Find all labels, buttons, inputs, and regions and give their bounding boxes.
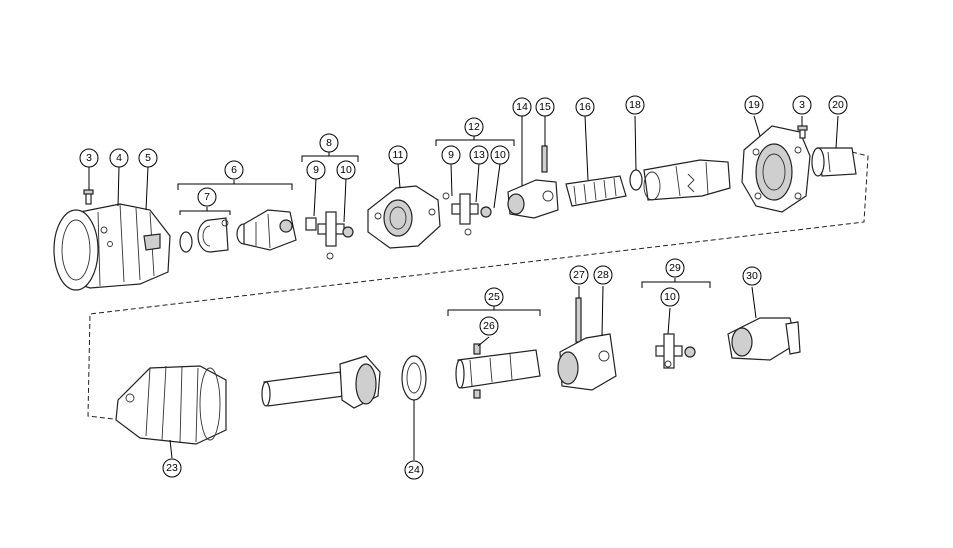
callout-3b: 3	[792, 95, 812, 115]
callout-9b: 9	[441, 145, 461, 165]
svg-text:3: 3	[86, 152, 92, 164]
bracket-25	[447, 306, 541, 316]
callout-30: 30	[742, 266, 762, 286]
part-bearing-7	[179, 217, 229, 253]
svg-text:14: 14	[516, 101, 528, 113]
svg-text:27: 27	[573, 269, 585, 281]
bracket-6	[177, 180, 293, 190]
callout-7: 7	[197, 187, 217, 207]
callout-20: 20	[828, 95, 848, 115]
callout-6: 6	[224, 160, 244, 180]
svg-text:29: 29	[669, 262, 681, 274]
part-cross-journal-29	[655, 333, 696, 369]
callout-15: 15	[535, 97, 555, 117]
part-tube-yoke-28	[557, 333, 617, 391]
callout-9a: 9	[306, 160, 326, 180]
svg-text:23: 23	[166, 462, 178, 474]
part-outer-tube	[261, 355, 381, 409]
svg-text:26: 26	[483, 320, 495, 332]
bracket-7	[179, 207, 231, 215]
svg-text:9: 9	[448, 149, 454, 161]
svg-text:19: 19	[748, 99, 760, 111]
svg-text:20: 20	[832, 99, 844, 111]
callout-16: 16	[575, 97, 595, 117]
callout-10a: 10	[336, 160, 356, 180]
svg-text:11: 11	[393, 149, 404, 161]
svg-text:8: 8	[326, 137, 332, 149]
svg-text:15: 15	[539, 101, 551, 113]
svg-text:25: 25	[488, 291, 500, 303]
svg-text:12: 12	[468, 121, 480, 133]
callout-12: 12	[464, 117, 484, 137]
callout-25: 25	[484, 287, 504, 307]
part-bushing-20	[811, 147, 857, 177]
bracket-8	[301, 152, 359, 162]
callout-27: 27	[569, 265, 589, 285]
svg-text:10: 10	[664, 291, 676, 303]
part-shaft-yoke-30	[727, 317, 801, 361]
callout-29: 29	[665, 258, 685, 278]
callout-18: 18	[625, 95, 645, 115]
part-inner-tube-25	[455, 349, 541, 389]
callout-11: 11	[388, 145, 408, 165]
assembly-connector-line	[87, 151, 869, 421]
svg-text:3: 3	[799, 99, 805, 111]
part-clamp-ring-24	[401, 355, 427, 401]
part-cross-journal-8	[305, 211, 354, 260]
callout-3a: 3	[79, 148, 99, 168]
part-profile-tube-16	[565, 175, 627, 207]
callout-4: 4	[109, 148, 129, 168]
callout-24: 24	[404, 460, 424, 480]
callout-10c: 10	[660, 287, 680, 307]
callout-23: 23	[162, 458, 182, 478]
svg-text:30: 30	[746, 270, 758, 282]
svg-text:10: 10	[340, 164, 352, 176]
svg-text:10: 10	[494, 149, 506, 161]
part-flange-11	[367, 185, 441, 249]
callout-19: 19	[744, 95, 764, 115]
part-spring-pin-27	[575, 297, 582, 343]
bracket-29	[641, 278, 711, 288]
part-cross-journal-12	[442, 192, 492, 236]
callout-26: 26	[479, 316, 499, 336]
svg-text:28: 28	[597, 269, 609, 281]
leader-lines	[88, 115, 839, 460]
bracket-12	[435, 136, 515, 146]
svg-text:5: 5	[145, 152, 151, 164]
part-cone-18	[629, 159, 731, 201]
callout-14: 14	[512, 97, 532, 117]
part-spring-pin-15	[541, 145, 548, 173]
svg-text:4: 4	[116, 152, 122, 164]
svg-text:24: 24	[408, 464, 420, 476]
part-inner-yoke-14	[507, 179, 559, 219]
part-screw-3a	[83, 189, 94, 205]
part-lube-fitting-26	[473, 343, 481, 399]
callout-5: 5	[138, 148, 158, 168]
part-guard-cone-23	[115, 365, 227, 445]
svg-text:6: 6	[231, 164, 237, 176]
part-guard-housing-4-5	[53, 203, 171, 291]
callout-13: 13	[469, 145, 489, 165]
callout-8: 8	[319, 133, 339, 153]
callout-28: 28	[593, 265, 613, 285]
svg-text:18: 18	[629, 99, 641, 111]
part-guard-bell-19	[741, 125, 811, 213]
svg-text:9: 9	[313, 164, 319, 176]
svg-text:13: 13	[473, 149, 485, 161]
part-yoke-6	[236, 209, 297, 251]
callout-10b: 10	[490, 145, 510, 165]
svg-text:7: 7	[204, 191, 210, 203]
svg-text:16: 16	[579, 101, 591, 113]
